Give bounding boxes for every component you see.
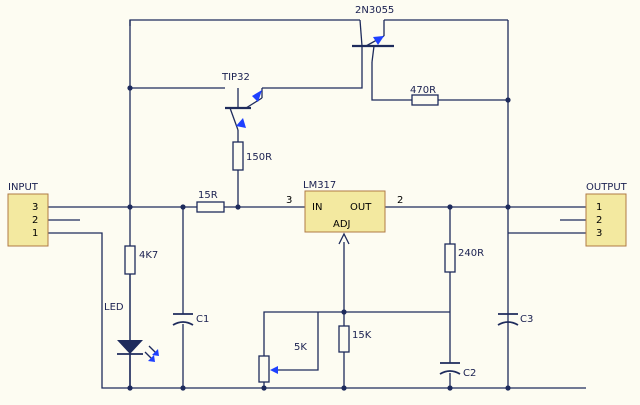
r150-label: 150R bbox=[246, 152, 272, 163]
transistor-2n3055: 2N3055 bbox=[352, 5, 394, 63]
reg-pin-out: 2 bbox=[397, 195, 403, 206]
r4k7-label: 4K7 bbox=[139, 250, 158, 261]
reg-in-label: IN bbox=[312, 202, 322, 213]
output-connector: OUTPUT 1 2 3 bbox=[585, 182, 628, 247]
resistor-240r: 240R bbox=[444, 243, 484, 273]
r470-label: 470R bbox=[410, 85, 436, 96]
reg-name: LM317 bbox=[303, 180, 336, 191]
output-pin-1: 1 bbox=[596, 202, 602, 213]
input-pin-1: 1 bbox=[32, 228, 38, 239]
input-title: INPUT bbox=[8, 182, 39, 193]
reg-out-label: OUT bbox=[350, 202, 372, 213]
resistor-4k7: 4K7 bbox=[124, 245, 158, 275]
q-driver-label: TIP32 bbox=[221, 72, 250, 83]
input-pin-3: 3 bbox=[32, 202, 38, 213]
r240-label: 240R bbox=[458, 248, 484, 259]
resistor-15k: 15K bbox=[338, 325, 372, 353]
led-label: LED bbox=[104, 302, 124, 313]
capacitor-c1: C1 bbox=[172, 313, 209, 326]
regulator-lm317: LM317 IN OUT ADJ 3 2 bbox=[286, 180, 403, 245]
output-pin-3: 3 bbox=[596, 228, 602, 239]
led: LED bbox=[104, 274, 159, 388]
input-connector: INPUT 3 2 1 bbox=[7, 182, 49, 247]
output-title: OUTPUT bbox=[586, 182, 628, 193]
resistor-15r: 15R bbox=[196, 190, 225, 213]
r15-label: 15R bbox=[198, 190, 218, 201]
reg-pin-in: 3 bbox=[286, 195, 292, 206]
c3-label: C3 bbox=[520, 314, 533, 325]
potentiometer-5k: 5K bbox=[258, 342, 307, 383]
c1-label: C1 bbox=[196, 314, 209, 325]
pot-label: 5K bbox=[294, 342, 307, 353]
junctions bbox=[127, 85, 511, 391]
capacitor-c3: C3 bbox=[497, 313, 533, 326]
reg-adj-label: ADJ bbox=[333, 219, 351, 230]
q-power-label: 2N3055 bbox=[355, 5, 394, 16]
input-pin-2: 2 bbox=[32, 215, 38, 226]
transistor-tip32: TIP32 bbox=[221, 72, 263, 131]
r15k-label: 15K bbox=[352, 330, 372, 341]
resistor-470r: 470R bbox=[410, 85, 439, 106]
c2-label: C2 bbox=[463, 368, 476, 379]
resistor-150r: 150R bbox=[232, 141, 272, 171]
output-pin-2: 2 bbox=[596, 215, 602, 226]
capacitor-c2: C2 bbox=[439, 362, 476, 379]
